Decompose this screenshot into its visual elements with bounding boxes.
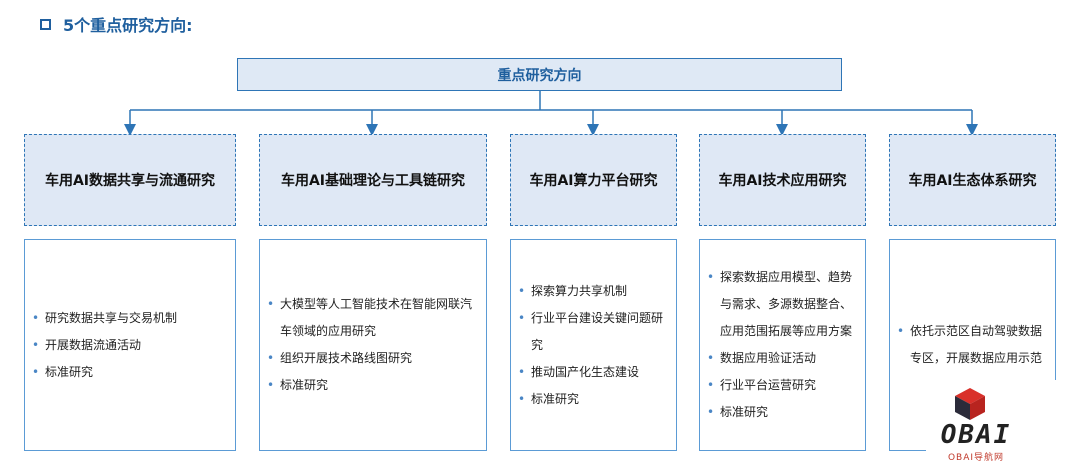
- list-item: 标准研究: [700, 399, 865, 426]
- checkbox-square-icon: [40, 18, 51, 30]
- list-item: 组织开展技术路线图研究: [260, 345, 486, 372]
- category-title: 车用AI算力平台研究: [529, 173, 658, 189]
- detail-list: 依托示范区自动驾驶数据专区，开展数据应用示范: [890, 318, 1055, 372]
- detail-box-compute-platform: 探索算力共享机制 行业平台建设关键问题研究 推动国产化生态建设 标准研究: [510, 239, 677, 451]
- list-item: 推动国产化生态建设: [511, 359, 676, 386]
- category-box-foundation-toolchain: 车用AI基础理论与工具链研究: [259, 134, 487, 226]
- root-node-label: 重点研究方向: [497, 67, 582, 84]
- category-title: 车用AI数据共享与流通研究: [44, 173, 216, 189]
- list-item: 探索数据应用模型、趋势与需求、多源数据整合、应用范围拓展等应用方案: [700, 264, 865, 345]
- section-heading: 5个重点研究方向:: [40, 12, 193, 36]
- watermark-logo: OBAI OBAI导航网: [926, 380, 1066, 469]
- detail-box-foundation-toolchain: 大模型等人工智能技术在智能网联汽车领域的应用研究 组织开展技术路线图研究 标准研…: [259, 239, 487, 451]
- list-item: 数据应用验证活动: [700, 345, 865, 372]
- category-box-data-sharing: 车用AI数据共享与流通研究: [24, 134, 236, 226]
- category-box-compute-platform: 车用AI算力平台研究: [510, 134, 677, 226]
- detail-list: 探索数据应用模型、趋势与需求、多源数据整合、应用范围拓展等应用方案 数据应用验证…: [700, 264, 865, 426]
- cube-logo-icon: [955, 388, 985, 420]
- watermark-brand: OBAI: [940, 420, 1012, 450]
- category-box-ecosystem: 车用AI生态体系研究: [889, 134, 1056, 226]
- detail-box-tech-application: 探索数据应用模型、趋势与需求、多源数据整合、应用范围拓展等应用方案 数据应用验证…: [699, 239, 866, 451]
- root-node: 重点研究方向: [237, 58, 842, 91]
- category-title: 车用AI生态体系研究: [908, 173, 1037, 189]
- list-item: 标准研究: [25, 359, 235, 386]
- list-item: 标准研究: [260, 372, 486, 399]
- list-item: 大模型等人工智能技术在智能网联汽车领域的应用研究: [260, 291, 486, 345]
- watermark-subtitle: OBAI导航网: [947, 453, 1005, 463]
- detail-box-data-sharing: 研究数据共享与交易机制 开展数据流通活动 标准研究: [24, 239, 236, 451]
- list-item: 标准研究: [511, 386, 676, 413]
- detail-list: 探索算力共享机制 行业平台建设关键问题研究 推动国产化生态建设 标准研究: [511, 278, 676, 413]
- list-item: 研究数据共享与交易机制: [25, 305, 235, 332]
- detail-list: 大模型等人工智能技术在智能网联汽车领域的应用研究 组织开展技术路线图研究 标准研…: [260, 291, 486, 399]
- list-item: 依托示范区自动驾驶数据专区，开展数据应用示范: [890, 318, 1055, 372]
- section-heading-text: 5个重点研究方向:: [63, 16, 193, 35]
- detail-list: 研究数据共享与交易机制 开展数据流通活动 标准研究: [25, 305, 235, 386]
- list-item: 行业平台建设关键问题研究: [511, 305, 676, 359]
- category-title: 车用AI技术应用研究: [718, 173, 847, 189]
- category-box-tech-application: 车用AI技术应用研究: [699, 134, 866, 226]
- list-item: 探索算力共享机制: [511, 278, 676, 305]
- category-title: 车用AI基础理论与工具链研究: [280, 173, 466, 189]
- list-item: 开展数据流通活动: [25, 332, 235, 359]
- list-item: 行业平台运营研究: [700, 372, 865, 399]
